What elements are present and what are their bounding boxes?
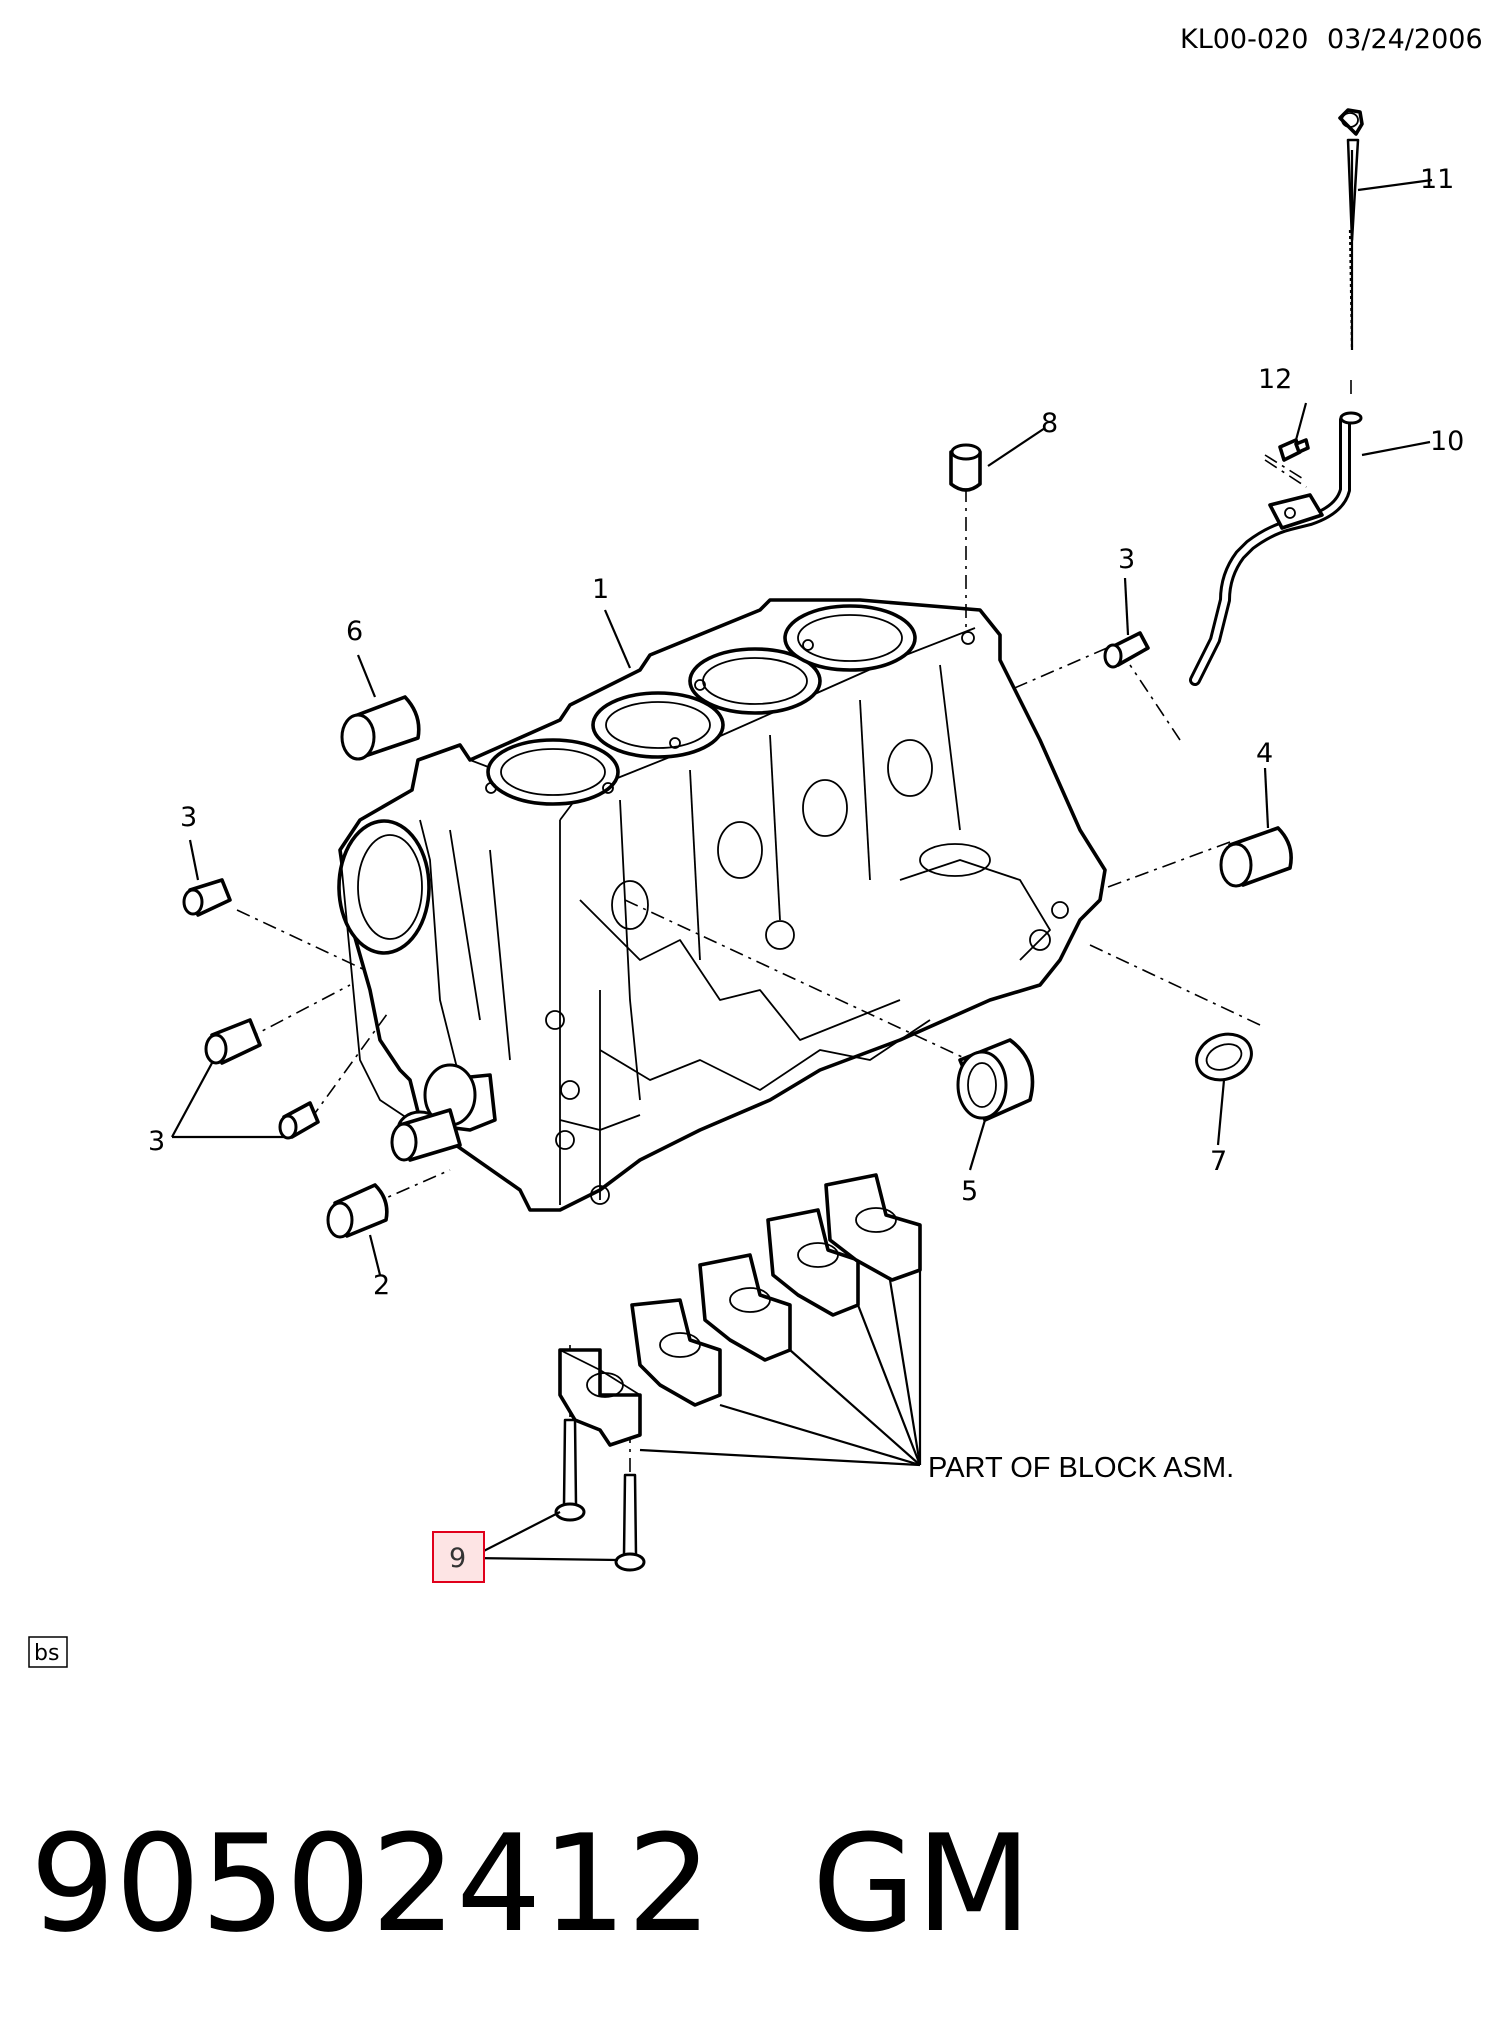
part-12-bolt [1278, 438, 1310, 462]
cylinder-bore-4 [783, 604, 917, 672]
part-4-sleeve [1219, 826, 1293, 888]
part-8-dowel [949, 443, 982, 492]
label-12: 12 [1258, 364, 1292, 395]
diagram-date: 03/24/2006 [1327, 24, 1483, 55]
part-3-plug-top [1103, 631, 1150, 669]
rear-main-seal-housing [337, 819, 431, 955]
cylinder-bore-1 [486, 738, 620, 806]
part-10-dipstick-tube [1189, 411, 1363, 686]
label-4: 4 [1256, 738, 1273, 769]
part-11-dipstick [1338, 108, 1364, 351]
label-9: 9 [449, 1543, 466, 1574]
label-3-top: 3 [1118, 544, 1135, 575]
label-8: 8 [1041, 408, 1058, 439]
part-2-sleeve [326, 1183, 389, 1239]
part-number: 90502412 [30, 1806, 712, 1962]
label-5: 5 [961, 1176, 978, 1207]
part-of-block-callout: PART OF BLOCK ASM. [928, 1452, 1234, 1484]
part-3-plug-low [278, 1101, 320, 1140]
callout-labels: 1 8 3 6 4 3 3 2 5 7 12 10 11 PART OF BLO… [148, 164, 1464, 1484]
part-3-plug-left [182, 878, 232, 917]
label-2: 2 [373, 1270, 390, 1301]
cylinder-bore-2 [591, 691, 725, 759]
diagram-code: KL00-020 [1180, 24, 1308, 55]
part-3-plug-mid [204, 1018, 262, 1065]
label-10: 10 [1430, 426, 1464, 457]
part-7-gasket [1195, 1032, 1253, 1082]
bs-tag-text: bs [34, 1641, 59, 1666]
label-6: 6 [346, 616, 363, 647]
label-1: 1 [592, 574, 609, 605]
cylinder-bore-3 [688, 647, 822, 715]
part-5-front-seal [956, 1038, 1035, 1122]
engine-block [337, 598, 1107, 1212]
label-11: 11 [1420, 164, 1454, 195]
part-9-bolts [554, 1418, 646, 1572]
label-7: 7 [1210, 1146, 1227, 1177]
label-9-highlight[interactable]: 9 [432, 1531, 485, 1583]
part-brand: GM [812, 1806, 1031, 1962]
label-3-left: 3 [180, 802, 197, 833]
bs-tag: bs [28, 1636, 68, 1668]
label-3-bottom: 3 [148, 1126, 165, 1157]
part-6-sleeve [340, 695, 421, 761]
main-bearing-caps [558, 1173, 922, 1447]
